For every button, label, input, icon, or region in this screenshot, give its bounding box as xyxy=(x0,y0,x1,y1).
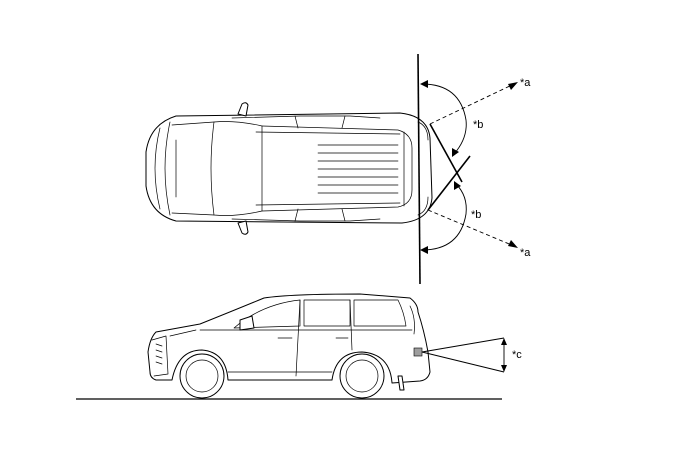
rear-camera-sensor xyxy=(413,347,423,357)
side-cone-upper xyxy=(421,337,505,353)
front-wheel xyxy=(179,353,225,399)
callout-a-lower: *a xyxy=(520,247,531,259)
vehicle-side-view xyxy=(76,293,502,400)
callout-c: *c xyxy=(512,349,522,361)
side-cone-lower xyxy=(421,351,505,373)
callout-b-upper: *b xyxy=(473,119,483,131)
axis-a-upper xyxy=(429,83,515,125)
vehicle-top-view xyxy=(145,102,433,235)
tow-hitch xyxy=(397,375,405,391)
arrowhead-a-upper xyxy=(508,82,518,90)
rear-wheel xyxy=(339,353,385,399)
axis-a-lower xyxy=(427,209,515,247)
cone-lower-line xyxy=(427,155,471,211)
right-mirror xyxy=(237,220,249,235)
rear-reference-line xyxy=(417,53,421,285)
side-mirror xyxy=(239,315,255,331)
callout-b-lower: *b xyxy=(471,209,481,221)
arrowhead-a-lower xyxy=(508,240,518,248)
arc-b-upper xyxy=(421,83,467,155)
angle-lines-side xyxy=(421,337,507,373)
arc-b-lower xyxy=(421,183,467,251)
angle-lines-top xyxy=(417,53,518,285)
left-mirror xyxy=(237,102,249,117)
callout-a-upper: *a xyxy=(520,77,531,89)
roof-slats xyxy=(317,144,399,194)
